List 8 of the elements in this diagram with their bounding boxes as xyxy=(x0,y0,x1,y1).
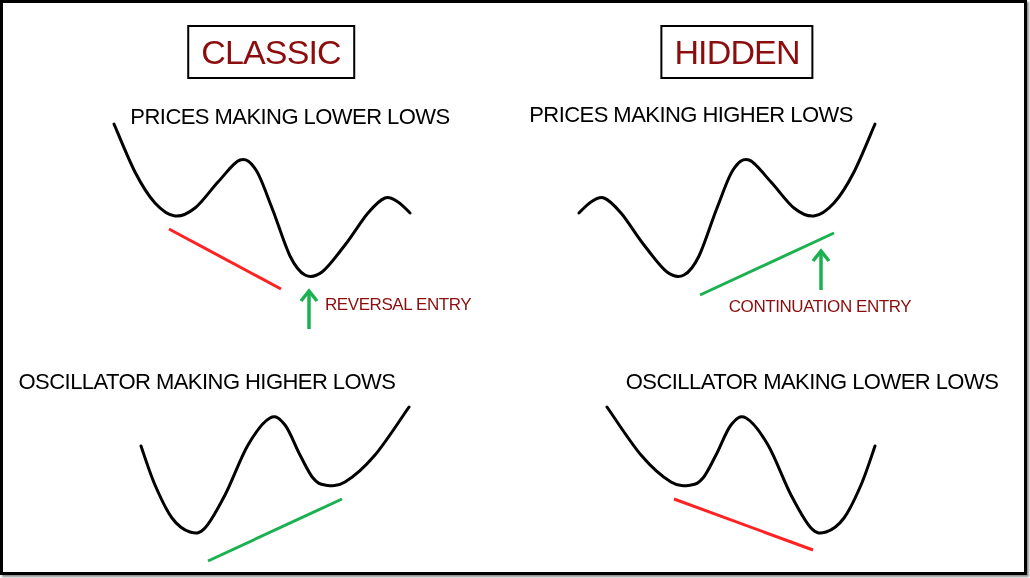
title-box: CLASSIC xyxy=(187,25,355,79)
entry-label: CONTINUATION ENTRY xyxy=(728,297,912,318)
chart-caption: OSCILLATOR MAKING LOWER LOWS xyxy=(625,369,999,396)
chart-caption: PRICES MAKING HIGHER LOWS xyxy=(529,102,853,129)
entry-label: REVERSAL ENTRY xyxy=(325,295,472,316)
chart-caption: PRICES MAKING LOWER LOWS xyxy=(130,104,450,131)
title-box: HIDDEN xyxy=(660,25,814,79)
chart-caption: OSCILLATOR MAKING HIGHER LOWS xyxy=(18,369,396,396)
